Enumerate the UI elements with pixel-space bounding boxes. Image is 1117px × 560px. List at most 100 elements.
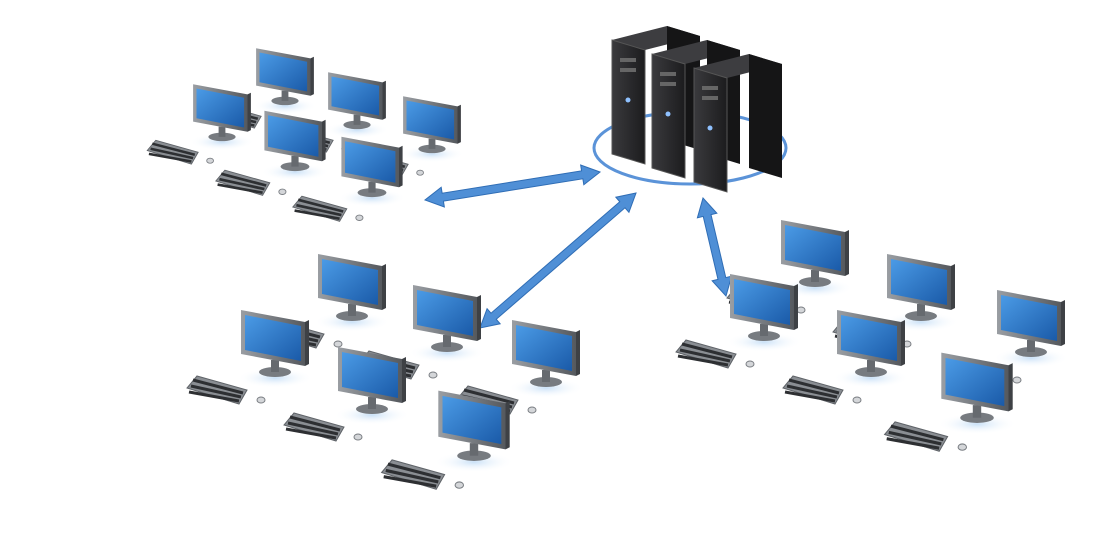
keyboard-keys xyxy=(681,342,733,359)
mouse-icon xyxy=(353,433,363,441)
monitor-side xyxy=(399,145,403,188)
monitor-side xyxy=(477,295,481,341)
keyboard-keys xyxy=(788,378,840,395)
keyboard-keys xyxy=(383,475,437,488)
monitor-side xyxy=(845,230,849,276)
mouse-icon xyxy=(256,396,266,404)
monitor-screen xyxy=(516,325,572,371)
mouse-icon xyxy=(852,396,862,404)
power-led xyxy=(707,125,713,131)
monitor-side xyxy=(305,320,309,366)
monitor-screen xyxy=(417,290,473,336)
drive-bay xyxy=(660,82,676,86)
keyboard-keys xyxy=(150,147,194,160)
glow xyxy=(314,312,390,332)
glow xyxy=(937,413,1017,435)
monitor-screen xyxy=(259,52,308,92)
monitor-screen xyxy=(342,352,398,398)
glow xyxy=(726,332,802,352)
workstation xyxy=(215,110,330,196)
mouse-icon xyxy=(745,360,755,368)
keyboard-keys xyxy=(463,388,515,405)
workstation xyxy=(146,84,255,165)
mouse-icon xyxy=(428,371,438,379)
workstation xyxy=(186,310,313,405)
workstation-group-2 xyxy=(186,254,584,490)
monitor-stand xyxy=(960,412,994,423)
mouse-icon xyxy=(355,214,364,221)
double-arrow-icon xyxy=(696,196,733,298)
mouse-icon xyxy=(796,306,806,314)
glow xyxy=(833,368,909,388)
workstation-group-3 xyxy=(675,220,1069,452)
monitor-side xyxy=(901,320,905,366)
keyboard-keys xyxy=(784,390,836,403)
monitor-stand xyxy=(280,162,310,172)
monitor-screen xyxy=(1001,295,1057,341)
monitor-side xyxy=(576,330,580,376)
monitor-screen xyxy=(945,357,1005,407)
glow xyxy=(252,97,318,115)
drive-bay xyxy=(620,68,636,72)
monitor-screen xyxy=(406,100,455,140)
keyboard-keys xyxy=(151,142,196,156)
glow xyxy=(508,378,584,398)
workstation xyxy=(782,310,909,405)
glow xyxy=(993,348,1069,368)
monitor-side xyxy=(794,284,798,330)
glow xyxy=(434,451,514,473)
link-arrow-group-2 xyxy=(479,192,637,329)
keyboard-keys xyxy=(289,415,341,432)
glow xyxy=(324,121,390,139)
monitor-screen xyxy=(442,395,502,445)
monitor-side xyxy=(247,92,251,132)
glow xyxy=(409,343,485,363)
keyboard-keys xyxy=(888,430,942,446)
workstation xyxy=(675,274,802,369)
drive-bay xyxy=(620,58,636,62)
workstation-groups xyxy=(146,48,1069,490)
workstation-group-1 xyxy=(146,48,465,222)
drive-bay xyxy=(702,96,718,100)
drive-bay xyxy=(702,86,718,90)
keyboard-keys xyxy=(217,183,263,195)
monitor-screen xyxy=(841,315,897,361)
mouse-icon xyxy=(454,481,465,489)
keyboard-keys xyxy=(297,198,344,213)
mouse-icon xyxy=(957,443,968,451)
double-arrow-icon xyxy=(479,192,637,329)
glow xyxy=(399,145,465,163)
monitor-side xyxy=(382,80,386,120)
keyboard-keys xyxy=(677,354,729,367)
workstation xyxy=(883,352,1017,452)
mouse-icon xyxy=(1012,376,1022,384)
monitor-screen xyxy=(322,259,378,305)
keyboard-keys xyxy=(296,203,342,217)
keyboard-keys xyxy=(679,348,731,363)
keyboard-keys xyxy=(188,390,240,403)
keyboard-keys xyxy=(387,462,441,480)
monitor-screen xyxy=(345,141,396,183)
glow xyxy=(237,368,313,388)
monitor-stand xyxy=(357,188,387,198)
monitor-screen xyxy=(331,76,380,116)
mouse-icon xyxy=(416,169,424,176)
monitor-stand xyxy=(457,450,491,461)
workstation xyxy=(380,390,514,490)
link-arrow-group-1 xyxy=(423,164,602,208)
glow xyxy=(337,189,407,207)
drive-bay xyxy=(660,72,676,76)
monitor-side xyxy=(322,119,326,162)
monitor-screen xyxy=(245,315,301,361)
keyboard-keys xyxy=(219,177,265,191)
glow xyxy=(260,163,330,181)
double-arrow-icon xyxy=(423,164,602,208)
monitor-screen xyxy=(734,279,790,325)
keyboard-keys xyxy=(220,172,267,187)
monitor-side xyxy=(310,56,314,96)
monitor-side xyxy=(951,264,955,310)
keyboard-keys xyxy=(287,421,339,436)
keyboard-keys xyxy=(786,384,838,399)
keyboard-keys xyxy=(190,384,242,399)
